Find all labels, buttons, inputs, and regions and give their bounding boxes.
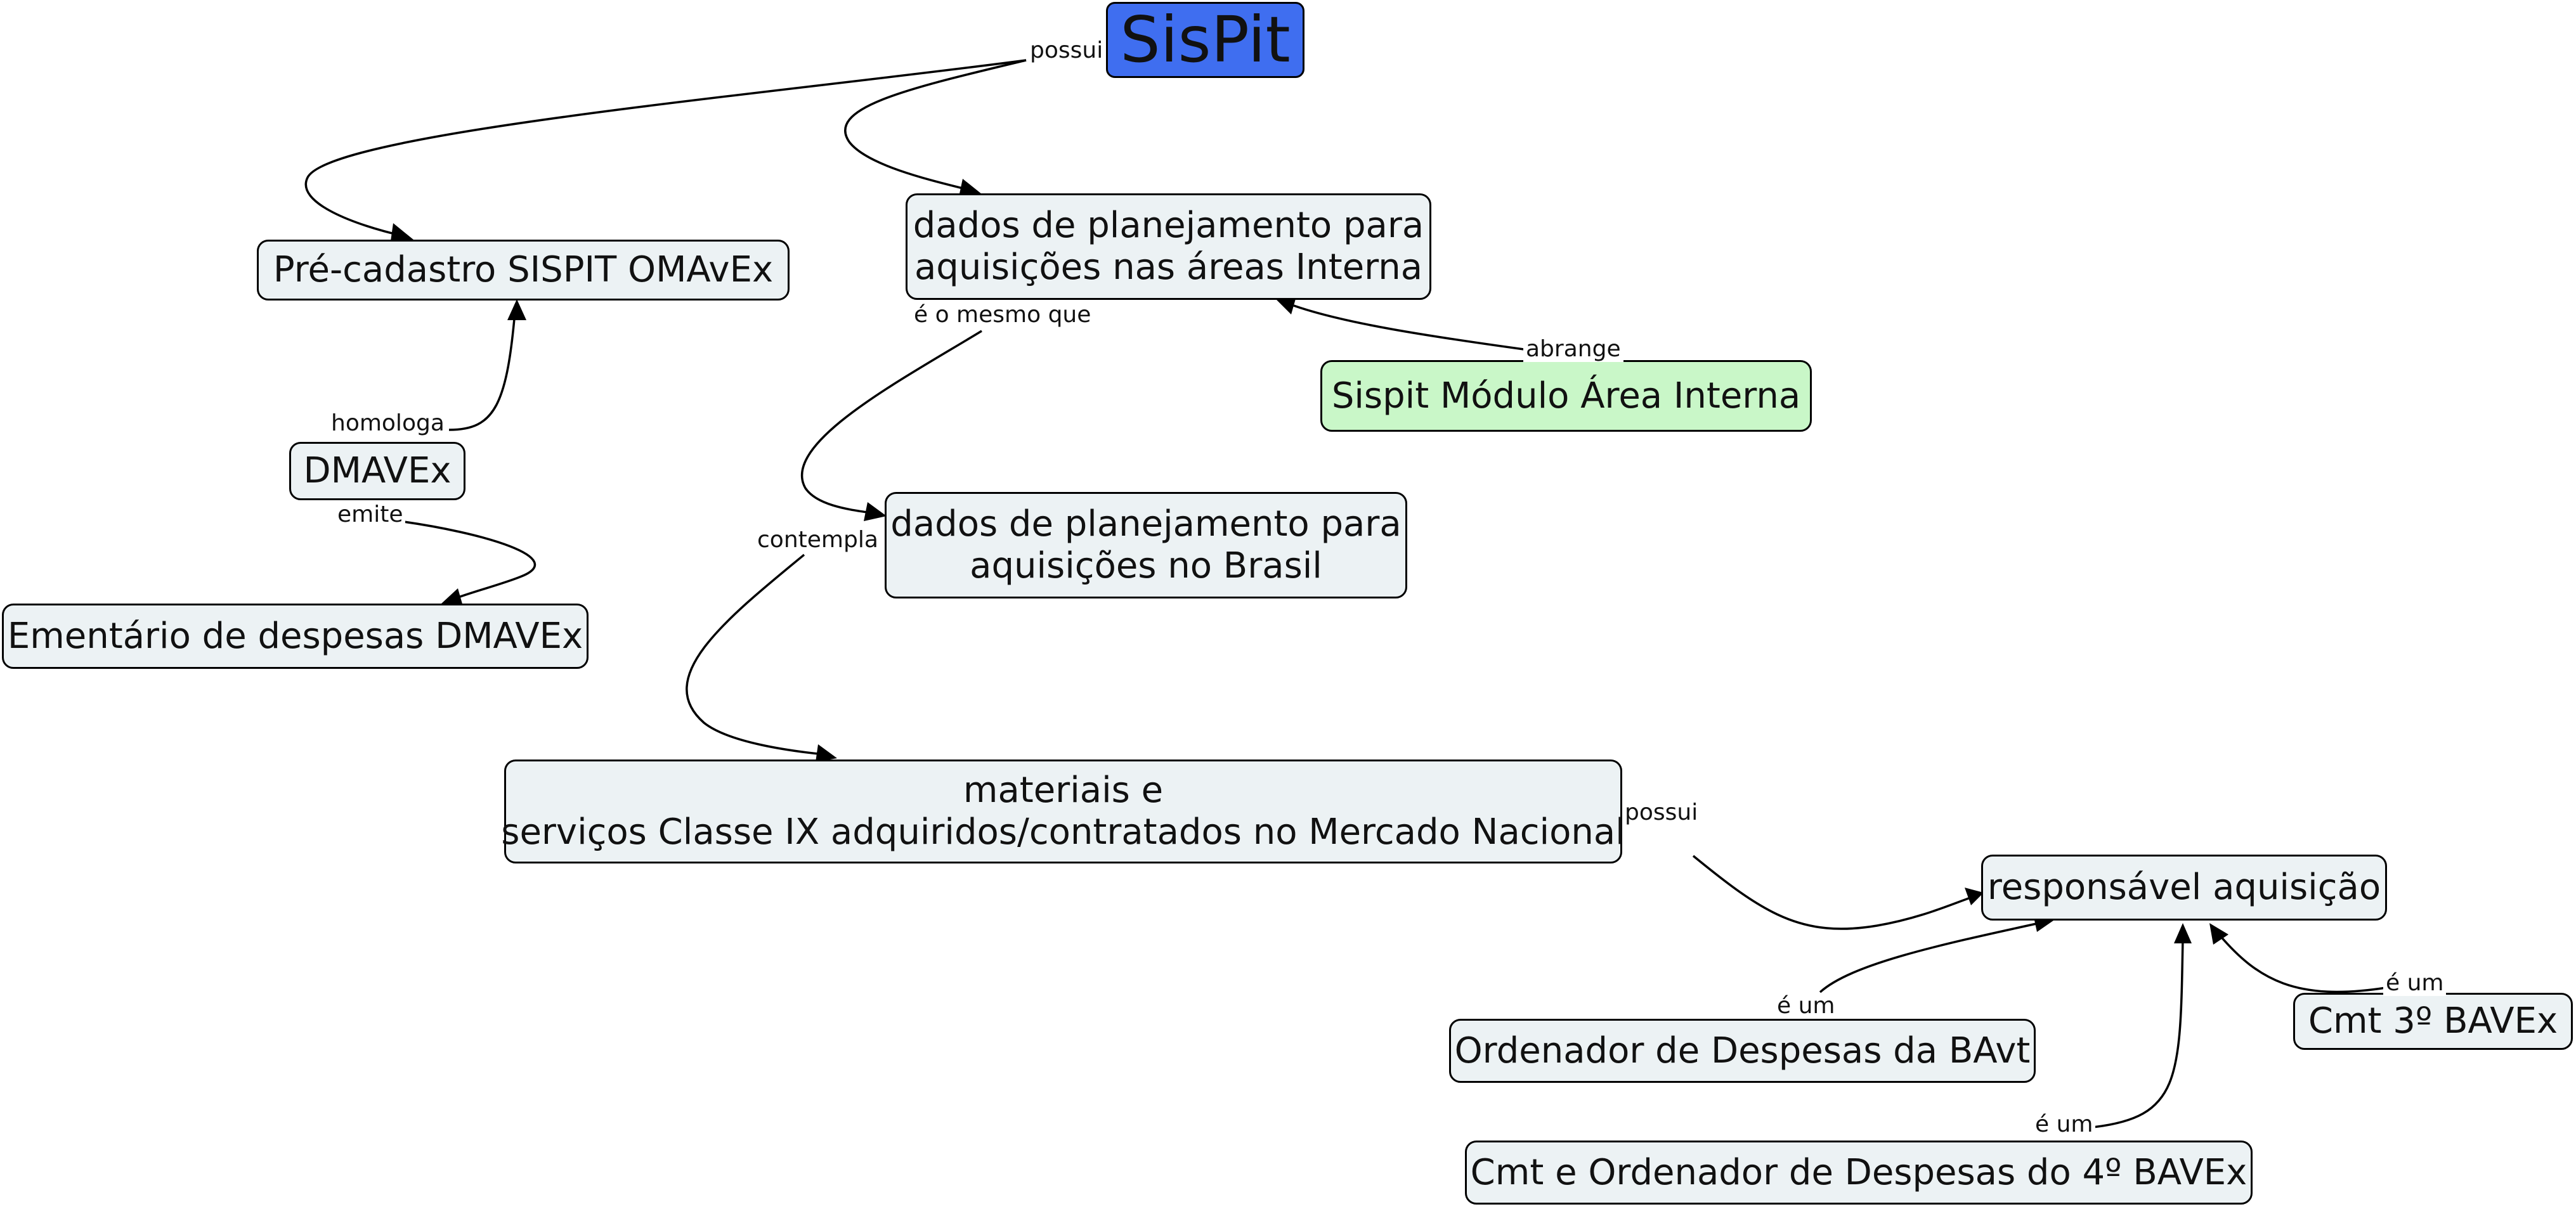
node-sispit-root[interactable]: SisPit <box>1106 2 1304 78</box>
node-materiais-line1: materiais e <box>963 770 1164 811</box>
arrowhead-pre-cadastro <box>391 223 413 241</box>
node-dados-brasil-line1: dados de planejamento para <box>890 503 1402 545</box>
arrowhead-dados-interna <box>959 179 982 197</box>
node-dados-brasil-line2: aquisições no Brasil <box>970 545 1322 586</box>
arrowhead-materiais <box>816 744 837 762</box>
edge-homologa <box>448 304 517 431</box>
node-cmt-3-bavex[interactable]: Cmt 3º BAVEx <box>2293 993 2573 1050</box>
arrowhead-abrange <box>1276 297 1296 314</box>
arrowhead-homologa <box>507 299 526 320</box>
node-dados-brasil[interactable]: dados de planejamento para aquisições no… <box>885 492 1407 598</box>
node-ordenador-bavt[interactable]: Ordenador de Despesas da BAvt <box>1449 1019 2036 1083</box>
link-label-abrange: abrange <box>1523 337 1623 362</box>
node-cmt3-label: Cmt 3º BAVEx <box>2308 1000 2558 1042</box>
arrowhead-responsavel-cmt4 <box>2174 923 2192 943</box>
node-dados-interna-line2: aquisições nas áreas Interna <box>914 247 1423 288</box>
link-label-contempla: contempla <box>755 527 881 553</box>
node-ementario[interactable]: Ementário de despesas DMAVEx <box>2 604 589 669</box>
node-cmt4-label: Cmt e Ordenador de Despesas do 4º BAVEx <box>1470 1151 2247 1193</box>
node-responsavel-aquisicao[interactable]: responsável aquisição <box>1981 855 2387 921</box>
edge-possui-responsavel <box>1692 855 1973 930</box>
link-label-e-um-cmt3: é um <box>2383 971 2447 996</box>
link-label-possui-materiais: possui <box>1622 800 1701 825</box>
link-label-e-um-ordenador: é um <box>1774 993 1838 1019</box>
node-materiais-line2: serviços Classe IX adquiridos/contratado… <box>501 811 1625 853</box>
edge-contempla <box>686 553 825 756</box>
edge-possui-to-pre-cadastro <box>304 59 1027 237</box>
node-dmavex[interactable]: DMAVEx <box>289 442 465 500</box>
node-dados-interna-line1: dados de planejamento para <box>913 205 1424 246</box>
arrowhead-responsavel-cmt3 <box>2209 923 2228 945</box>
node-pre-cadastro-label: Pré-cadastro SISPIT OMAvEx <box>273 249 774 290</box>
node-ordenador-label: Ordenador de Despesas da BAvt <box>1454 1030 2031 1071</box>
arrowhead-responsavel-left <box>1965 888 1984 905</box>
node-cmt-4-bavex[interactable]: Cmt e Ordenador de Despesas do 4º BAVEx <box>1465 1141 2253 1205</box>
link-label-possui-root: possui <box>1027 38 1106 63</box>
edge-e-um-cmt3 <box>2218 934 2386 993</box>
node-sispit-modulo-label: Sispit Módulo Área Interna <box>1331 375 1801 417</box>
arrowhead-ementario <box>441 588 463 606</box>
node-sispit-label: SisPit <box>1120 3 1291 77</box>
edge-e-um-cmt4 <box>2092 938 2184 1128</box>
edge-abrange <box>1293 304 1529 351</box>
edge-e-um-ordenador <box>1819 921 2043 993</box>
link-label-homologa: homologa <box>329 411 447 436</box>
node-sispit-modulo[interactable]: Sispit Módulo Área Interna <box>1320 360 1812 432</box>
edge-emite <box>399 520 537 600</box>
node-ementario-label: Ementário de despesas DMAVEx <box>7 615 583 657</box>
link-label-emite: emite <box>335 502 406 527</box>
node-dmavex-label: DMAVEx <box>303 450 452 491</box>
node-materiais-servicos[interactable]: materiais e serviços Classe IX adquirido… <box>501 760 1625 863</box>
link-label-e-o-mesmo-que: é o mesmo que <box>911 302 1094 328</box>
node-dados-areas-interna[interactable]: dados de planejamento para aquisições na… <box>906 193 1431 300</box>
edge-mesmo-que <box>800 330 982 515</box>
node-responsavel-label: responsável aquisição <box>1987 867 2381 908</box>
edge-possui-to-dados-interna <box>844 59 1027 191</box>
link-label-e-um-cmt4: é um <box>2033 1112 2096 1137</box>
node-pre-cadastro[interactable]: Pré-cadastro SISPIT OMAvEx <box>257 240 790 301</box>
arrowhead-dados-brasil <box>864 502 887 521</box>
